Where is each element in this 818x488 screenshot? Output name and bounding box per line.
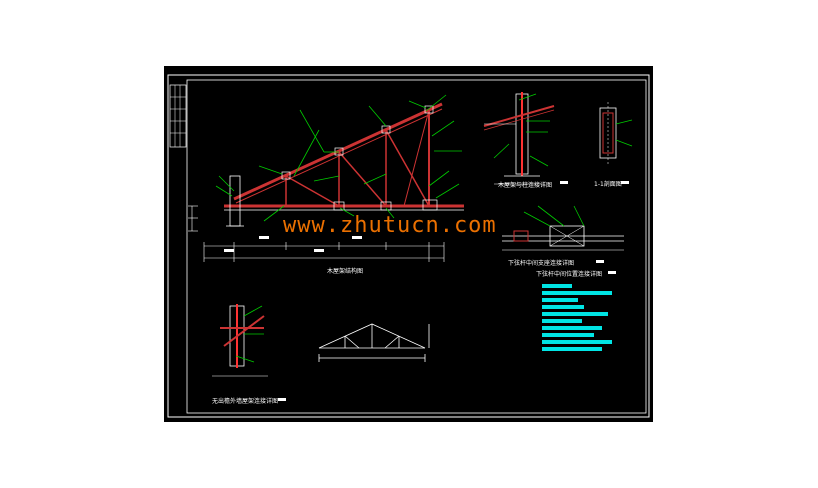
truss-elevation-title: 木屋架结构图	[327, 268, 364, 275]
lower-chord-support-detail	[502, 205, 624, 274]
section-1-1	[599, 102, 633, 184]
legend-bar	[542, 284, 572, 288]
rafter-column-detail	[483, 92, 568, 185]
sheet-inner-frame	[186, 79, 647, 414]
sheet-outer-frame	[167, 74, 650, 418]
drawing-sheet: 木屋架结构图 木屋架与柱连接详图 1-1剖面图 下弦杆中间支座连接详图 下弦杆中…	[164, 66, 653, 422]
truss-schematic	[318, 323, 430, 362]
eave-wall-detail	[212, 304, 286, 401]
eave-wall-detail-title: 无出檐外墙屋架连接详图	[212, 398, 279, 405]
legend-bar	[542, 333, 594, 337]
legend-bar	[542, 291, 612, 295]
lower-chord-support-title: 下弦杆中间支座连接详图	[508, 260, 575, 267]
truss-elevation	[188, 94, 464, 262]
rafter-column-detail-title: 木屋架与柱连接详图	[498, 182, 553, 189]
legend-bar	[542, 305, 584, 309]
lower-chord-support-subtitle: 下弦杆中间位置连接详图	[536, 271, 603, 278]
cad-drawing	[167, 74, 650, 418]
legend-bar	[542, 312, 608, 316]
legend-bar	[542, 347, 602, 351]
section-1-1-title: 1-1剖面图	[594, 181, 622, 188]
watermark-text: www.zhutucn.com	[283, 213, 497, 238]
legend-bar	[542, 319, 582, 323]
legend-bar	[542, 298, 578, 302]
legend-bar	[542, 340, 612, 344]
legend-bar	[542, 326, 602, 330]
title-block-strip-icon	[169, 84, 187, 148]
